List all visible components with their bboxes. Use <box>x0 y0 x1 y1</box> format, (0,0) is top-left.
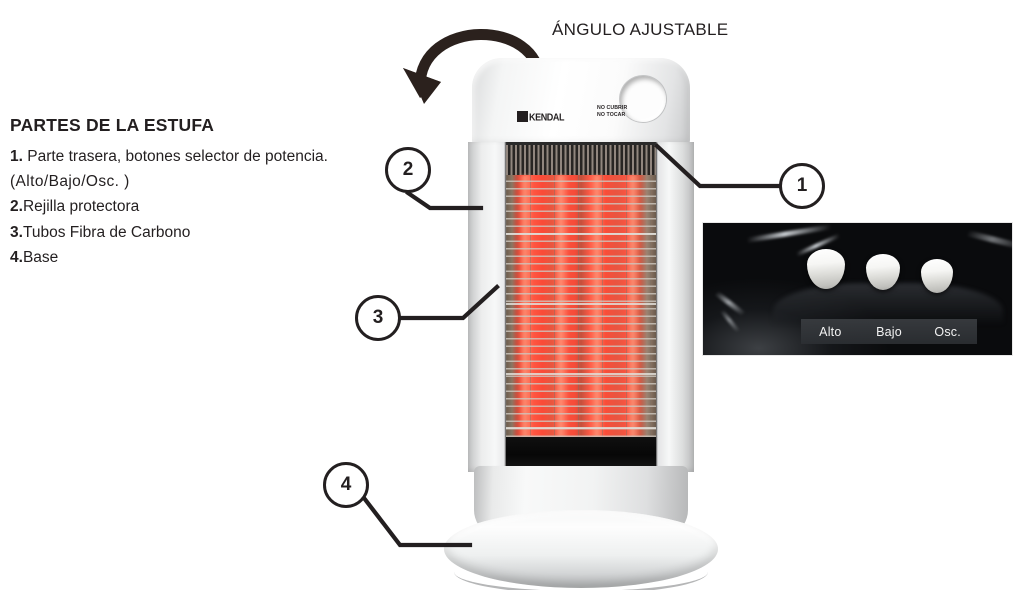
highlight <box>747 224 831 243</box>
list-item-number: 3. <box>10 223 23 241</box>
power-button-osc[interactable] <box>921 259 953 293</box>
heater-head: KENDAL NO CUBRIR NO TOCAR <box>472 58 690 146</box>
list-item: 1. Parte trasera, botones selector de po… <box>10 144 390 169</box>
warning-line-2: NO TOCAR <box>597 111 626 118</box>
label-bajo: Bajo <box>876 324 902 339</box>
label-osc: Osc. <box>934 324 961 339</box>
heater-illustration: KENDAL NO CUBRIR NO TOCAR <box>440 58 730 588</box>
brand-name: KENDAL <box>529 111 565 123</box>
heater-body <box>468 142 694 472</box>
carbon-fiber-tubes <box>506 175 656 437</box>
grille-rail <box>506 233 656 236</box>
list-item-label: Parte trasera, botones selector de poten… <box>27 148 328 166</box>
protective-grille <box>506 145 656 467</box>
list-item-label: Rejilla protectora <box>22 198 140 216</box>
brand-logo: KENDAL <box>517 105 579 122</box>
grille-bars <box>506 175 656 437</box>
grille-rail <box>506 303 656 306</box>
list-item-number: 1. <box>10 148 23 166</box>
base-rim <box>454 550 708 590</box>
panel-shelf <box>773 283 1003 323</box>
page-title: PARTES DE LA ESTUFA <box>10 115 215 135</box>
highlight <box>720 309 740 333</box>
grille-bottom-band <box>506 437 656 467</box>
grille-rail <box>506 427 656 430</box>
callout-3[interactable]: 3 <box>355 295 401 341</box>
highlight <box>967 230 1012 250</box>
list-item: 2.Rejilla protectora <box>10 194 390 219</box>
label-alto: Alto <box>819 324 842 339</box>
list-item-label: Base <box>22 248 59 266</box>
list-item: 4.Base <box>10 245 390 270</box>
top-vent-strip <box>506 145 656 177</box>
power-button-bajo[interactable] <box>866 254 900 290</box>
callout-2[interactable]: 2 <box>385 147 431 193</box>
list-item: 3.Tubos Fibra de Carbono <box>10 220 390 245</box>
list-item-number: 2. <box>10 198 23 216</box>
button-label-strip: Alto Bajo Osc. <box>801 319 977 344</box>
list-item-label: Tubos Fibra de Carbono <box>22 223 191 241</box>
callout-4[interactable]: 4 <box>323 462 369 508</box>
list-item-sub: (Alto/Bajo/Osc. ) <box>10 173 130 191</box>
warning-label: NO CUBRIR NO TOCAR <box>597 105 627 118</box>
warning-line-1: NO CUBRIR <box>597 105 628 111</box>
callout-1[interactable]: 1 <box>779 163 825 209</box>
list-item-number: 4. <box>10 248 23 266</box>
adjustable-angle-caption: ÁNGULO AJUSTABLE <box>552 20 729 39</box>
highlight <box>715 291 745 316</box>
parts-list: PARTES DE LA ESTUFA 1. Parte trasera, bo… <box>10 115 390 270</box>
control-panel-closeup: Alto Bajo Osc. <box>702 222 1013 356</box>
handle-hole <box>620 76 666 122</box>
power-button-alto[interactable] <box>807 249 845 289</box>
brand-mark-icon <box>517 111 528 122</box>
grille-rail <box>506 373 656 376</box>
